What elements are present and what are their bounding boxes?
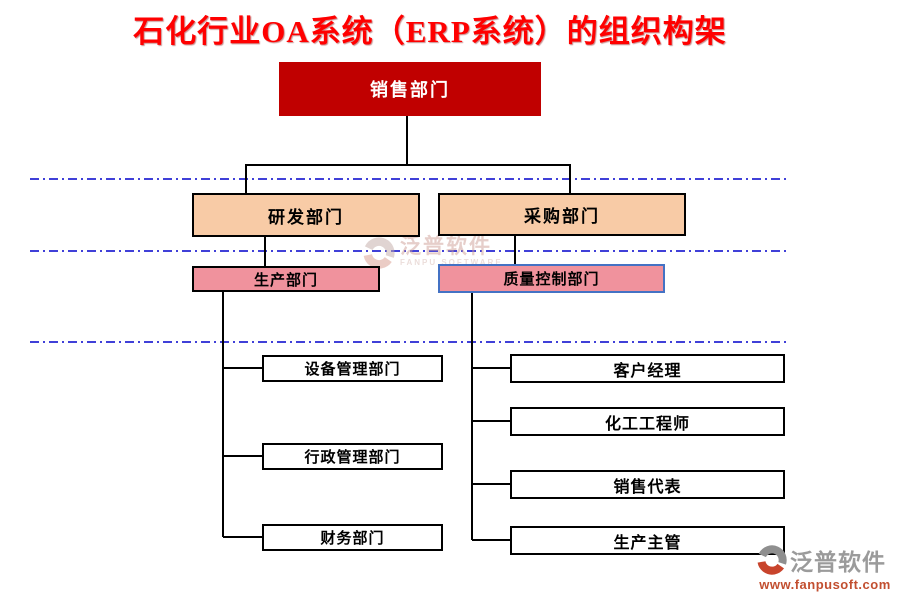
org-node-finance-department: 财务部门 [262,524,443,551]
page-title: 石化行业OA系统（ERP系统）的组织构架 [133,14,727,49]
brand-name: 泛普软件 [790,549,886,575]
org-node-equipment-management: 设备管理部门 [262,355,443,382]
org-node-sales-department: 销售部门 [279,62,541,116]
org-node-quality-control-department: 质量控制部门 [438,264,665,293]
fanpu-logo-icon [757,545,787,575]
org-node-production-department: 生产部门 [192,266,380,292]
brand-url: www.fanpusoft.com [759,577,891,592]
divider-lines [30,178,786,343]
org-node-chemical-engineer: 化工工程师 [510,407,785,436]
org-node-customer-manager: 客户经理 [510,354,785,383]
brand-logo: 泛普软件 www.fanpusoft.com [756,543,894,592]
org-node-admin-management: 行政管理部门 [262,443,443,470]
org-node-rd-department: 研发部门 [192,193,420,237]
org-node-sales-representative: 销售代表 [510,470,785,499]
org-node-purchasing-department: 采购部门 [438,193,686,236]
org-node-production-supervisor: 生产主管 [510,526,785,555]
org-connectors [222,116,571,541]
